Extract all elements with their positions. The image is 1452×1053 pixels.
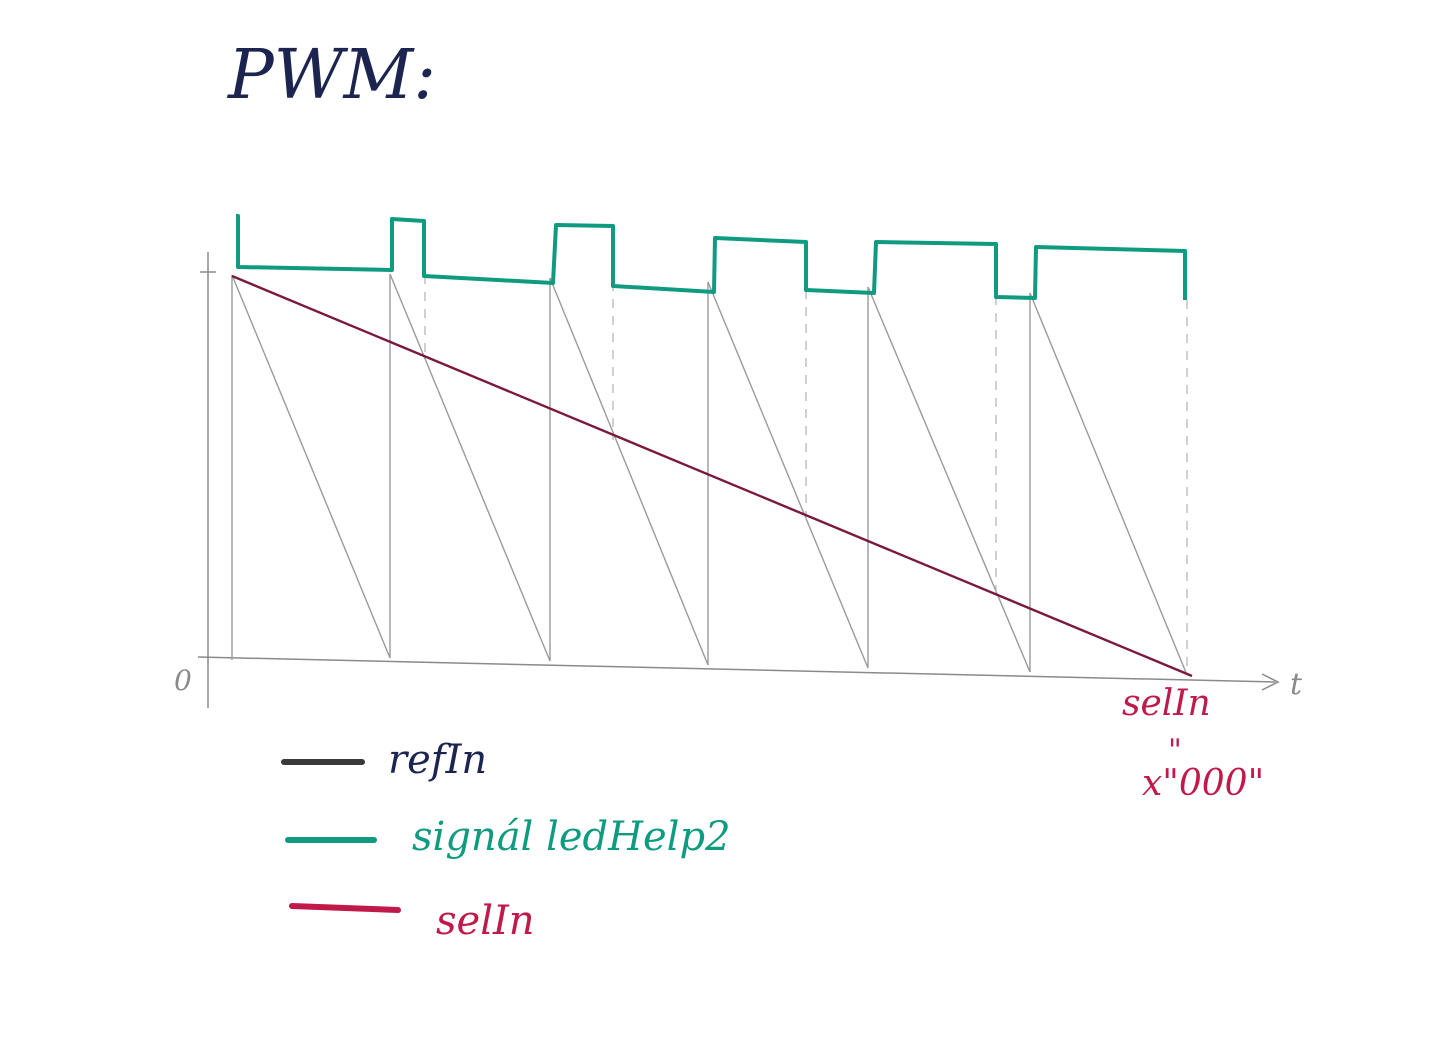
x-axis-arrowhead: [1261, 673, 1280, 691]
ref-sawtooth: [231, 273, 1188, 676]
annotation-line-1: selIn: [1122, 683, 1211, 724]
diagram-title: PWM:: [226, 36, 436, 115]
x-axis-label: t: [1290, 667, 1303, 702]
axes: [197, 252, 1280, 708]
ref-ramp-4: [707, 281, 869, 669]
annotation-line-3: x"000": [1142, 763, 1264, 804]
sel-in-annotation: selIn " x"000": [1122, 683, 1264, 804]
sel-in-line: [231, 274, 1193, 678]
x-axis: [197, 656, 1276, 683]
legend-label-ref: refIn: [388, 737, 487, 783]
origin-label: 0: [174, 664, 192, 697]
projection-lines: [424, 275, 1188, 672]
legend: refIn signál ledHelp2 selIn: [281, 737, 731, 944]
legend-swatch-sel: [289, 903, 401, 913]
ref-ramp-2: [389, 273, 551, 662]
ref-ramp-6: [1029, 292, 1188, 676]
annotation-line-2: ": [1168, 733, 1182, 768]
ref-ramp-3: [549, 277, 709, 666]
ref-ramp-1: [231, 274, 391, 659]
legend-label-signal: signál ledHelp2: [412, 814, 731, 860]
ref-ramp-5: [867, 286, 1031, 673]
pwm-signal: [236, 214, 1187, 300]
legend-label-sel: selIn: [436, 898, 535, 944]
